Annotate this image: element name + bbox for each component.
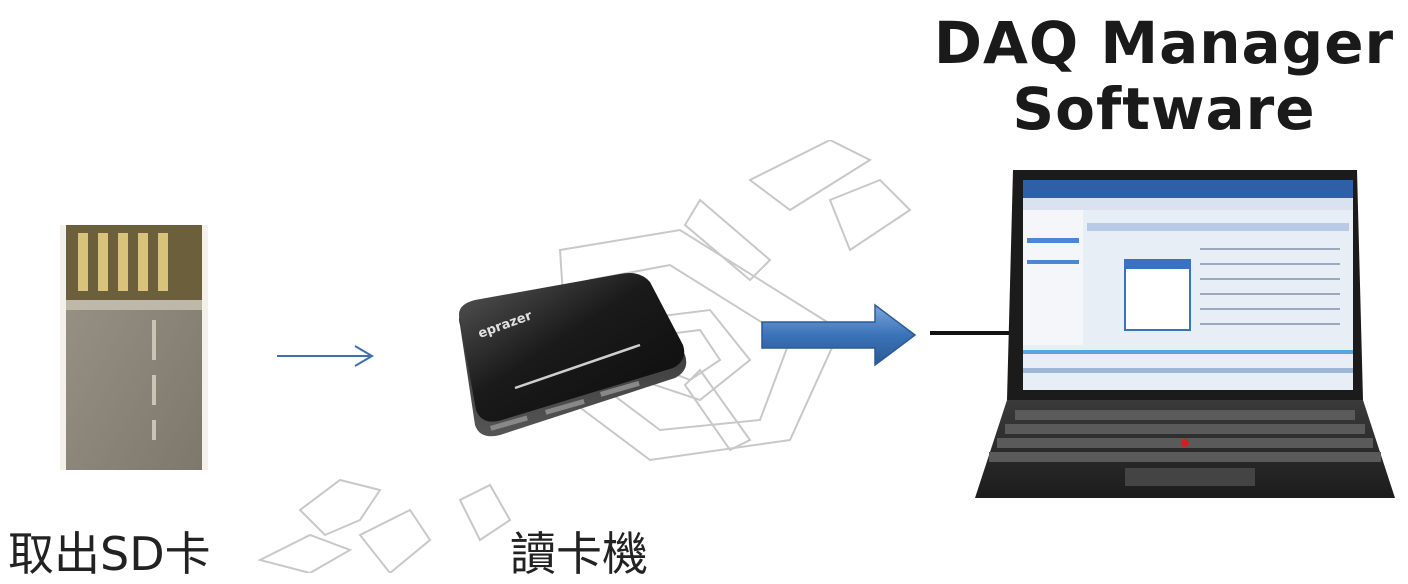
card-reader-image: eprazer (459, 273, 687, 437)
thick-arrow (761, 303, 917, 367)
caption-card-reader: 讀卡機 (510, 527, 648, 581)
software-title-line1: DAQ Manager (933, 9, 1395, 77)
caption-sd-card: 取出SD卡 (8, 527, 211, 581)
thin-arrow (277, 345, 374, 367)
software-title: DAQ Manager Software (920, 10, 1408, 142)
sd-card-image (60, 225, 208, 470)
software-title-line2: Software (1012, 75, 1316, 143)
laptop-image (975, 170, 1395, 498)
